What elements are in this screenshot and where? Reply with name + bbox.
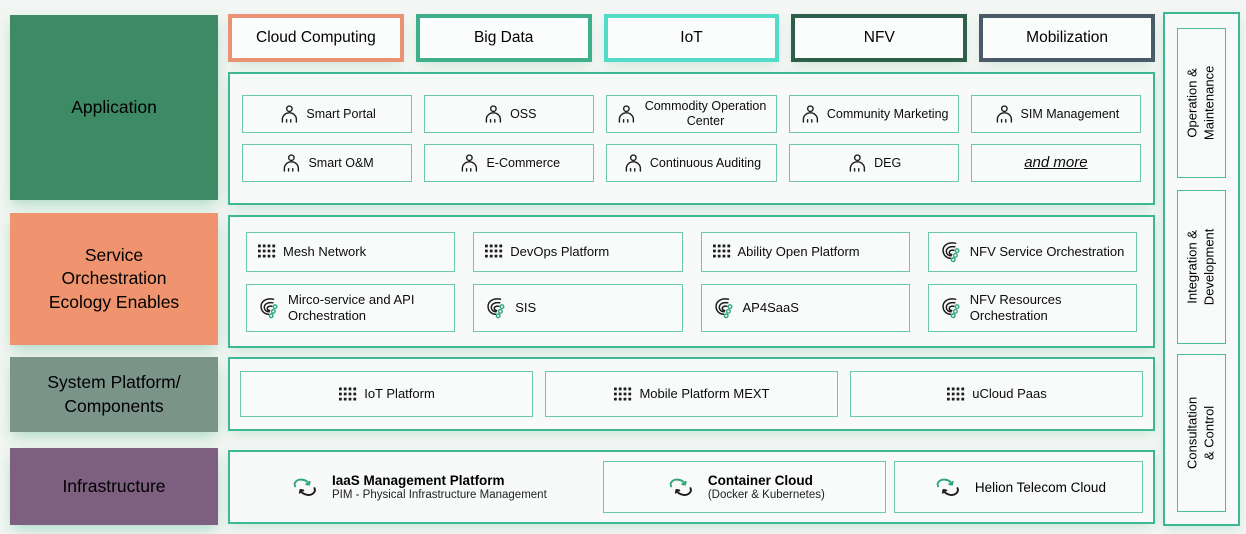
and-more-label: and more xyxy=(1024,154,1088,171)
infra-item-subtitle: PIM - Physical Infrastructure Management xyxy=(332,489,547,501)
right-sidebar: Operation & Maintenance Integration & De… xyxy=(1163,12,1240,526)
sidebar-item-label: Integration & Development xyxy=(1184,228,1217,306)
app-item-label: OSS xyxy=(510,106,537,121)
plat-item-label: IoT Platform xyxy=(364,386,435,402)
person-icon xyxy=(799,104,820,125)
svc-item-label: Mirco-service and API Orchestration xyxy=(288,291,415,323)
tab-mobilization: Mobilization xyxy=(979,14,1155,62)
orchestration-icon xyxy=(484,296,508,320)
infra-item-helion-telecom-cloud: Helion Telecom Cloud xyxy=(893,461,1143,513)
tab-nfv: NFV xyxy=(791,14,968,62)
stage-label-system-platform: System Platform/ Components xyxy=(10,357,218,432)
svc-item-sis: SIS xyxy=(473,283,683,332)
svc-item-label: Mesh Network xyxy=(283,243,367,259)
tab-iot: IoT xyxy=(603,14,780,62)
infra-item-iaas-management-platform: IaaS Management Platform PIM - Physical … xyxy=(240,461,595,513)
svc-item-label: AP4SaaS xyxy=(742,299,799,315)
svc-item-microservice-api-orchestration: Mirco-service and API Orchestration xyxy=(246,283,456,332)
infra-item-container-cloud: Container Cloud (Docker & Kubernetes) xyxy=(602,461,886,513)
service-orchestration-section: Mesh Network DevOps Platform Ability Ope… xyxy=(228,215,1155,348)
infra-item-title: IaaS Management Platform xyxy=(332,473,505,488)
stage-label-service-orchestration: Service Orchestration Ecology Enables xyxy=(10,213,218,345)
svc-item-label: DevOps Platform xyxy=(510,243,610,259)
infrastructure-section: IaaS Management Platform PIM - Physical … xyxy=(228,450,1155,524)
stage-label-application: Application xyxy=(10,15,218,200)
app-item-sim-management: SIM Management xyxy=(970,95,1141,133)
tab-cloud-computing: Cloud Computing xyxy=(228,14,404,62)
app-grid-icon xyxy=(613,386,632,403)
app-item-label: Continuous Auditing xyxy=(649,155,762,170)
app-item-label: Community Marketing xyxy=(826,106,949,121)
infra-item-subtitle: (Docker & Kubernetes) xyxy=(707,489,825,501)
svc-item-nfv-resources-orchestration: NFV Resources Orchestration xyxy=(927,283,1137,332)
app-item-smart-om: Smart O&M xyxy=(242,144,413,182)
app-item-label: E-Commerce xyxy=(486,155,561,170)
stage-label-infrastructure: Infrastructure xyxy=(10,448,218,525)
orchestration-icon xyxy=(712,296,736,320)
sidebar-item-label: Operation & Maintenance xyxy=(1184,65,1217,141)
app-item-label: DEG xyxy=(874,155,902,170)
svc-item-label: NFV Service Orchestration xyxy=(969,243,1125,259)
svc-item-devops-platform: DevOps Platform xyxy=(473,231,683,272)
svc-item-ability-open-platform: Ability Open Platform xyxy=(700,231,910,272)
orchestration-icon xyxy=(257,296,281,320)
sidebar-item-consultation-control: Consultation & Control xyxy=(1177,354,1226,512)
app-item-oss: OSS xyxy=(424,95,595,133)
app-item-label: Smart O&M xyxy=(308,155,374,170)
svc-item-label: SIS xyxy=(515,299,537,315)
person-icon xyxy=(458,153,479,174)
plat-item-iot-platform: IoT Platform xyxy=(240,371,533,417)
svc-item-ap4saas: AP4SaaS xyxy=(700,283,910,332)
sidebar-item-integration-development: Integration & Development xyxy=(1177,190,1226,344)
app-item-commodity-operation-center: Commodity Operation Center xyxy=(606,95,777,133)
svc-item-label: NFV Resources Orchestration xyxy=(969,291,1062,323)
app-item-deg: DEG xyxy=(788,144,959,182)
plat-item-mobile-platform-mext: Mobile Platform MEXT xyxy=(545,371,838,417)
app-item-community-marketing: Community Marketing xyxy=(788,95,959,133)
app-item-smart-portal: Smart Portal xyxy=(242,95,413,133)
plat-item-label: Mobile Platform MEXT xyxy=(639,386,770,402)
person-icon xyxy=(615,104,636,125)
app-grid-icon xyxy=(257,243,276,260)
infra-item-title: Helion Telecom Cloud xyxy=(974,479,1106,495)
person-icon xyxy=(280,153,301,174)
plat-item-ucloud-paas: uCloud Paas xyxy=(850,371,1143,417)
app-item-label: Smart Portal xyxy=(306,106,376,121)
orchestration-icon xyxy=(939,240,963,264)
app-grid-icon xyxy=(484,243,503,260)
person-icon xyxy=(993,104,1014,125)
app-grid-icon xyxy=(946,386,965,403)
app-item-label: Commodity Operation Center xyxy=(644,99,767,128)
sidebar-item-label: Consultation & Control xyxy=(1184,396,1217,470)
technology-tabs: Cloud Computing Big Data IoT NFV Mobiliz… xyxy=(228,14,1155,62)
cloud-sync-icon xyxy=(664,474,698,501)
plat-item-label: uCloud Paas xyxy=(972,386,1047,402)
orchestration-icon xyxy=(939,296,963,320)
person-icon xyxy=(622,153,643,174)
app-grid-icon xyxy=(338,386,357,403)
app-item-and-more: and more xyxy=(970,144,1141,182)
cloud-sync-icon xyxy=(288,474,322,501)
svc-item-nfv-service-orchestration: NFV Service Orchestration xyxy=(927,231,1137,272)
person-icon xyxy=(278,104,299,125)
app-item-continuous-auditing: Continuous Auditing xyxy=(606,144,777,182)
tab-big-data: Big Data xyxy=(415,14,592,62)
cloud-sync-icon xyxy=(931,474,965,501)
app-grid-icon xyxy=(712,243,731,260)
svc-item-mesh-network: Mesh Network xyxy=(246,231,456,272)
system-platform-section: IoT Platform Mobile Platform MEXT uCloud… xyxy=(228,357,1155,431)
person-icon xyxy=(482,104,503,125)
svc-item-label: Ability Open Platform xyxy=(737,243,860,259)
app-item-e-commerce: E-Commerce xyxy=(424,144,595,182)
sidebar-item-operation-maintenance: Operation & Maintenance xyxy=(1177,28,1226,178)
person-icon xyxy=(846,153,867,174)
infra-item-title: Container Cloud xyxy=(707,473,813,488)
application-section: Smart Portal OSS Commodity Operation Cen… xyxy=(228,72,1155,205)
app-item-label: SIM Management xyxy=(1020,106,1120,121)
